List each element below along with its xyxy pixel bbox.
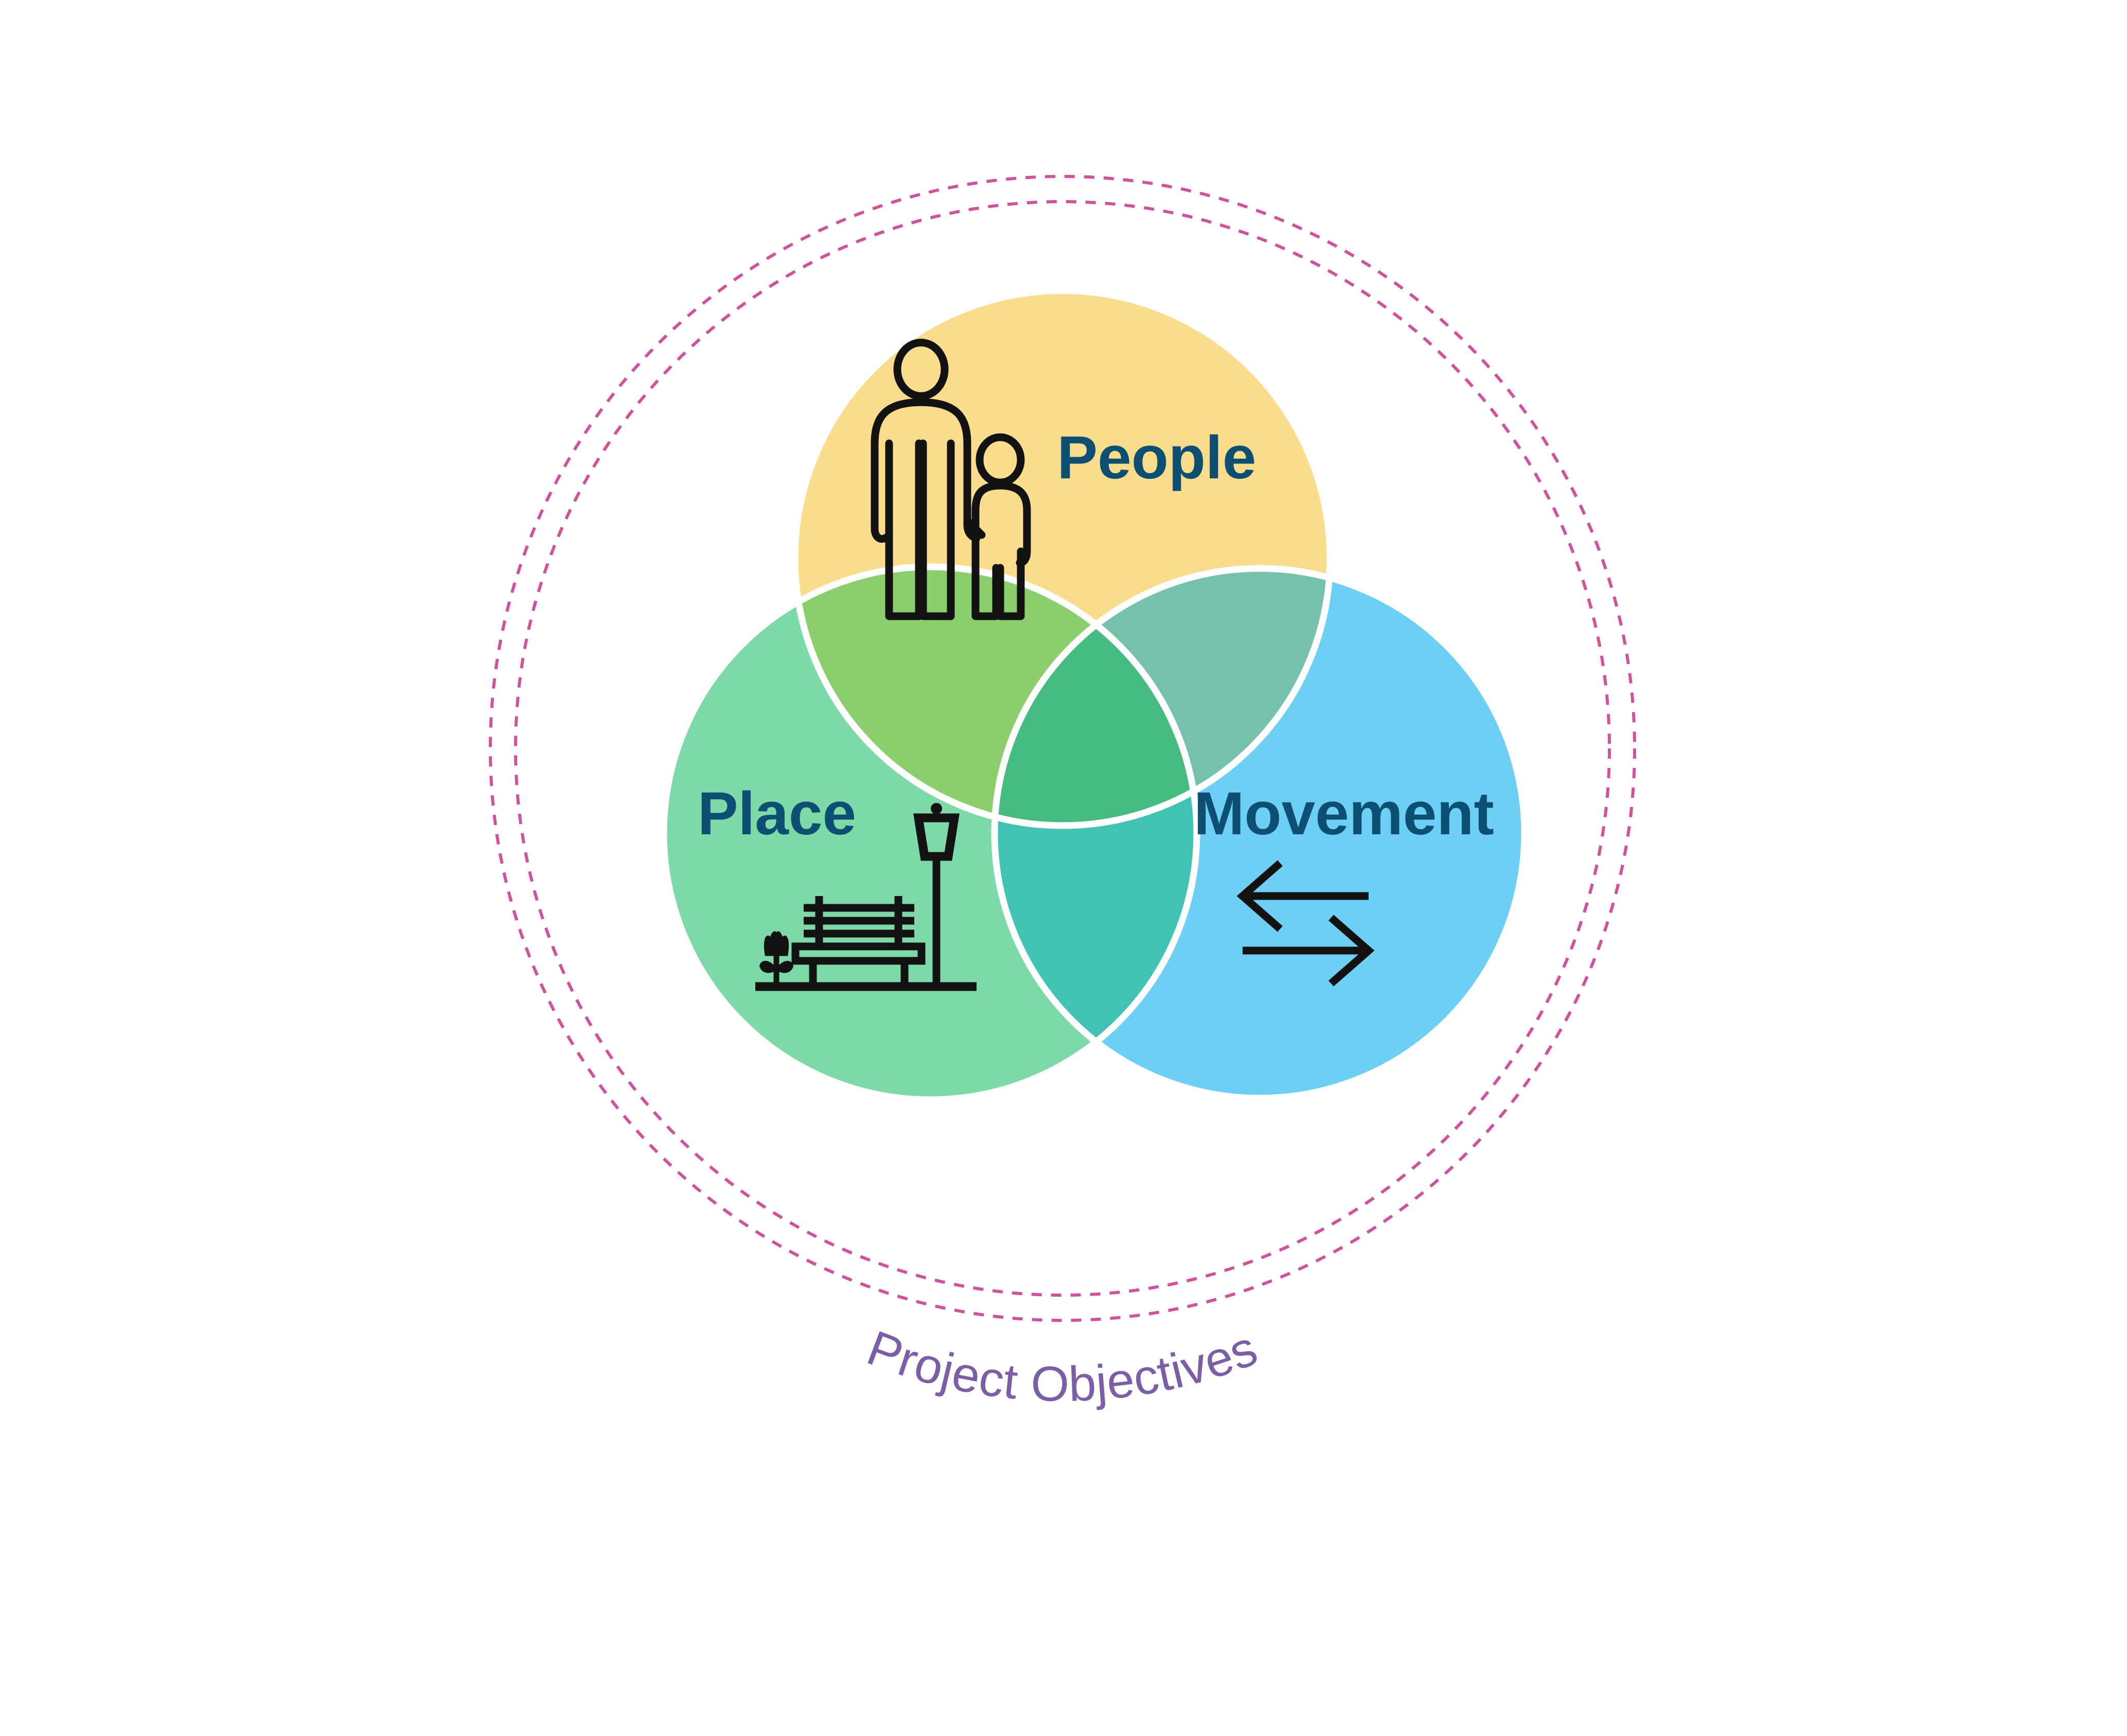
overlap-all-three xyxy=(995,568,1197,826)
park-bench-lamppost-flower-icon xyxy=(755,803,977,991)
circle-people-outline xyxy=(791,287,1334,829)
label-movement: Movement xyxy=(1194,780,1494,848)
circle-outlines-group xyxy=(660,287,1528,1103)
circle-movement-outline xyxy=(991,565,1528,1102)
arrow-left-head xyxy=(1236,860,1283,932)
flower-bloom xyxy=(764,931,789,956)
bench-seat xyxy=(791,942,926,965)
label-people: People xyxy=(1057,424,1256,492)
inner-dashed-ring xyxy=(514,200,1611,1297)
lamppost-lantern xyxy=(913,813,960,861)
flower-leaf-left xyxy=(759,961,776,973)
project-objectives-label: Project Objectives xyxy=(860,1320,1265,1412)
flower-leaf-right xyxy=(776,961,793,973)
label-place: Place xyxy=(698,780,856,848)
bidirectional-arrows-icon xyxy=(1236,860,1375,987)
arrow-right-head xyxy=(1328,915,1375,987)
adult-and-child-icon xyxy=(871,338,1031,620)
outer-dashed-ring xyxy=(489,175,1636,1322)
lamppost-finial xyxy=(931,803,942,814)
circle-place-outline xyxy=(660,563,1200,1103)
